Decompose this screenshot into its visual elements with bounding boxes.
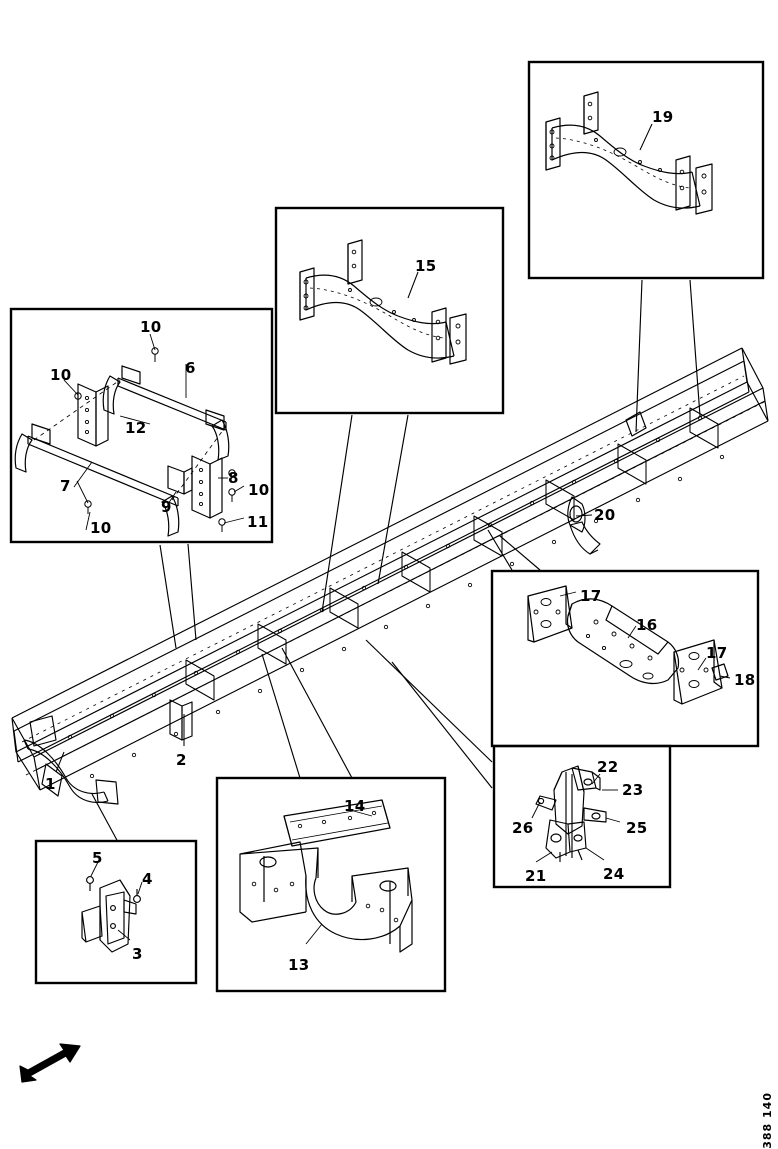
callout-14: 14 bbox=[344, 797, 366, 815]
callout-12: 12 bbox=[125, 419, 147, 437]
callout-17-b: 17 bbox=[706, 644, 728, 662]
callout-25: 25 bbox=[626, 819, 648, 837]
callout-9: 9 bbox=[161, 498, 172, 516]
callout-16: 16 bbox=[636, 616, 658, 634]
callout-1: 1 bbox=[45, 775, 56, 793]
callout-11: 11 bbox=[247, 513, 269, 531]
callout-17-a: 17 bbox=[580, 587, 602, 605]
part-19-crossmember-drawing bbox=[545, 91, 713, 215]
callout-22: 22 bbox=[597, 758, 619, 776]
parts-diagram-sheet: 1 2 3 4 5 6 7 8 9 10 10 10 10 11 12 13 1… bbox=[9, 60, 774, 1149]
part-group-6-12-drawing bbox=[14, 333, 245, 537]
part-group-16-18-drawing bbox=[527, 585, 731, 705]
callout-19: 19 bbox=[652, 108, 674, 126]
callout-15: 15 bbox=[415, 257, 437, 275]
bracket-20-on-frame bbox=[567, 496, 601, 555]
callout-2: 2 bbox=[176, 751, 187, 769]
callout-10-a: 10 bbox=[140, 318, 162, 336]
callout-24: 24 bbox=[603, 865, 625, 883]
part-15-crossmember-drawing bbox=[299, 239, 467, 365]
callout-4: 4 bbox=[142, 870, 153, 888]
callout-23: 23 bbox=[622, 781, 644, 799]
callout-18: 18 bbox=[734, 671, 756, 689]
callout-5: 5 bbox=[92, 849, 103, 867]
detail-box-frames bbox=[9, 60, 765, 993]
callout-10-d: 10 bbox=[248, 481, 270, 499]
callout-20: 20 bbox=[594, 506, 616, 524]
callout-3: 3 bbox=[132, 945, 143, 963]
main-frame-assembly bbox=[11, 347, 769, 805]
callout-8: 8 bbox=[228, 469, 239, 487]
callout-21: 21 bbox=[525, 867, 547, 885]
callout-13: 13 bbox=[288, 956, 310, 974]
callout-7: 7 bbox=[60, 477, 71, 495]
callout-10-c: 10 bbox=[90, 519, 112, 537]
catalog-code: 388 140 bbox=[761, 1092, 774, 1149]
direction-arrow-layer bbox=[19, 1043, 81, 1083]
forward-direction-arrow bbox=[19, 1043, 81, 1083]
callout-leaders bbox=[55, 123, 653, 773]
part-13-14-drawing bbox=[239, 799, 413, 953]
diagram-drawing-layer bbox=[9, 60, 769, 993]
part-group-3-5-drawing bbox=[81, 861, 143, 953]
callout-26: 26 bbox=[512, 819, 534, 837]
callout-10-b: 10 bbox=[50, 366, 72, 384]
leader-lines bbox=[91, 279, 701, 843]
callout-6: 6 bbox=[185, 359, 196, 377]
part-group-21-26-drawing bbox=[531, 765, 621, 863]
